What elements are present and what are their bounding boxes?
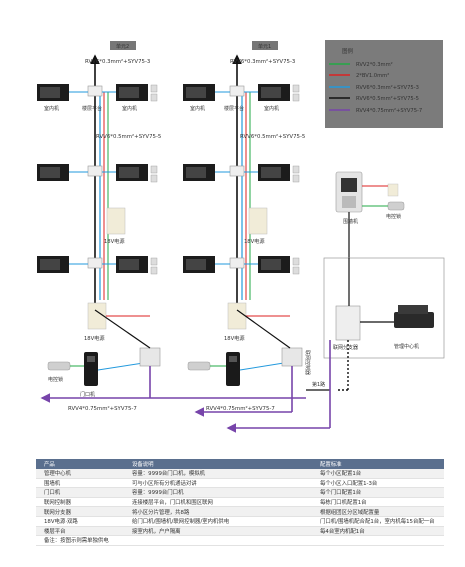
management-zone: 联网分支器 管理中心机 第1路 [306,257,445,391]
right-entrance: 18V电源 联网控制器 [187,302,311,386]
table-cell: 将小区分片管理，共8路 [124,506,312,517]
lock-label: 电控锁 [386,213,401,220]
table-row: 管理中心机 容量：9999台门口机，模拟机 每个小区配置1台 [36,469,444,479]
legend-title: 图例 [342,47,354,55]
indoor-unit-label: 室内机 [122,105,137,112]
table-row: 围墙机 可与小区所有分机通话对讲 每个小区入口配置1-3台 [36,478,444,489]
table-cell: 备注：按图示则需单独供电 [36,535,124,546]
table-cell: 给门口机/围墙机/联网控制器/室内机供电 [124,516,312,527]
col-header: 产品 [36,459,124,469]
table-cell: 容量：9999台门口机，模拟机 [124,469,312,479]
management-center-label: 管理中心机 [394,343,419,350]
legend-item: RVV6*0.3mm²+SYV75-3 [356,85,419,91]
floor-right-3 [183,256,300,275]
table-cell: 门口机 [36,487,124,498]
building-tag [110,41,136,50]
table-cell: 容量：9999台门口机 [124,487,312,498]
table-cell: 每栋门口机配置1台 [312,497,444,508]
config-table: 产品 设备说明 配置标准 管理中心机 容量：9999台门口机，模拟机 每个小区配… [36,459,444,546]
fence-station-group: 围墙机 电控锁 [335,171,405,258]
table-cell [312,535,444,546]
indoor-unit-label: 室内机 [264,105,279,112]
table-cell: 可与小区所有分机通话对讲 [124,478,312,489]
col-header: 配置标准 [312,459,444,469]
network-controller-label: 联网控制器 [304,350,311,375]
indoor-unit-label: 室内机 [190,105,205,112]
floor-left-1: 室内机 室内机 楼层平台 [37,84,158,112]
legend-item: 2*BV1.0mm² [356,73,389,79]
table-cell: 每个小区配置1台 [312,469,444,479]
network-distributor-label: 联网分支器 [333,344,358,351]
col-header: 设备说明 [124,459,312,469]
table-row: 联网分支器 将小区分片管理，共8路 根据组团区分区域配置量 [36,506,444,517]
table-cell: 接室内机，户户隔离 [124,526,312,537]
left-building: RVV6*0.3mm²+SYV75-3 RVV6*0.5mm²+SYV75-5 [85,54,161,310]
building-tag-label: 单元2 [116,43,129,50]
lock-label: 电控锁 [48,376,63,383]
legend: 图例 RVV2*0.3mm² 2*BV1.0mm² RVV6*0.3mm²+SY… [325,40,443,128]
cable-label-top: RVV6*0.3mm²+SYV75-3 [85,58,150,65]
route-note-label: 第1路 [312,381,325,388]
table-cell: 18V电源·双路 [36,516,124,527]
legend-item: RVV2*0.3mm² [356,62,393,68]
building-tag [252,41,278,50]
table-cell: 门口机/围墙机配合配1台，室内机每15台配一台 [312,516,444,527]
table-cell: 联网分支器 [36,506,124,517]
cable-label-top: RVV6*0.3mm²+SYV75-3 [230,58,295,65]
table-cell: 连接楼层平台，门口机和围区联网 [124,497,312,508]
table-row: 楼层平台 接室内机，户户隔离 每4台室内机配1台 [36,526,444,537]
floor-platform-label: 楼层平台 [224,105,244,112]
table-row: 门口机 容量：9999台门口机 每个门口配置1台 [36,487,444,498]
cable-label-bottom: RVV4*0.75mm²+SYV75-7 [68,405,137,412]
intercom-system-diagram: 图例 RVV2*0.3mm² 2*BV1.0mm² RVV6*0.3mm²+SY… [37,40,445,433]
power-supply-label: 18V电源 [244,237,265,245]
floor-platform-label: 楼层平台 [82,105,102,112]
cable-label-bottom: RVV4*0.75mm²+SYV75-7 [206,405,275,412]
table-cell: 每个门口配置1台 [312,487,444,498]
table-cell [124,535,312,546]
door-station-label: 门口机 [80,391,95,398]
table-cell: 楼层平台 [36,526,124,537]
table-row: 备注：按图示则需单独供电 [36,535,444,546]
table-cell: 每4台室内机配1台 [312,526,444,537]
table-header-row: 产品 设备说明 配置标准 [36,459,444,469]
building-tag-label: 单元1 [258,43,271,50]
table-cell: 管理中心机 [36,469,124,479]
cable-label-mid: RVV6*0.5mm²+SYV75-5 [96,133,161,140]
fence-station-label: 围墙机 [343,218,358,225]
power-supply-label: 18V电源 [224,334,245,342]
left-entrance: 18V电源 门口机 电控锁 [47,302,161,398]
cable-label-mid: RVV6*0.5mm²+SYV75-5 [240,133,305,140]
legend-item: RVV4*0.75mm²+SYV75-7 [356,108,422,114]
indoor-unit-label: 室内机 [44,105,59,112]
floor-left-2: 18V电源 [37,164,158,245]
right-building: RVV6*0.3mm²+SYV75-3 RVV6*0.5mm²+SYV75-5 [230,54,305,310]
table-cell: 围墙机 [36,478,124,489]
table-cell: 每个小区入口配置1-3台 [312,478,444,489]
legend-item: RVV6*0.5mm²+SYV75-5 [356,96,419,102]
table-cell: 根据组团区分区域配置量 [312,506,444,517]
table-row: 联网控制器 连接楼层平台，门口机和围区联网 每栋门口机配置1台 [36,497,444,508]
floor-left-3 [37,256,158,275]
floor-right-2: 18V电源 [183,164,300,245]
trunk-cable: RVV4*0.75mm²+SYV75-7 RVV4*0.75mm²+SYV75-… [40,340,331,433]
power-supply-label: 18V电源 [104,237,125,245]
power-supply-label: 18V电源 [84,334,105,342]
floor-right-1: 室内机 室内机 楼层平台 [183,84,300,112]
table-cell: 联网控制器 [36,497,124,508]
table-row: 18V电源·双路 给门口机/围墙机/联网控制器/室内机供电 门口机/围墙机配合配… [36,516,444,527]
